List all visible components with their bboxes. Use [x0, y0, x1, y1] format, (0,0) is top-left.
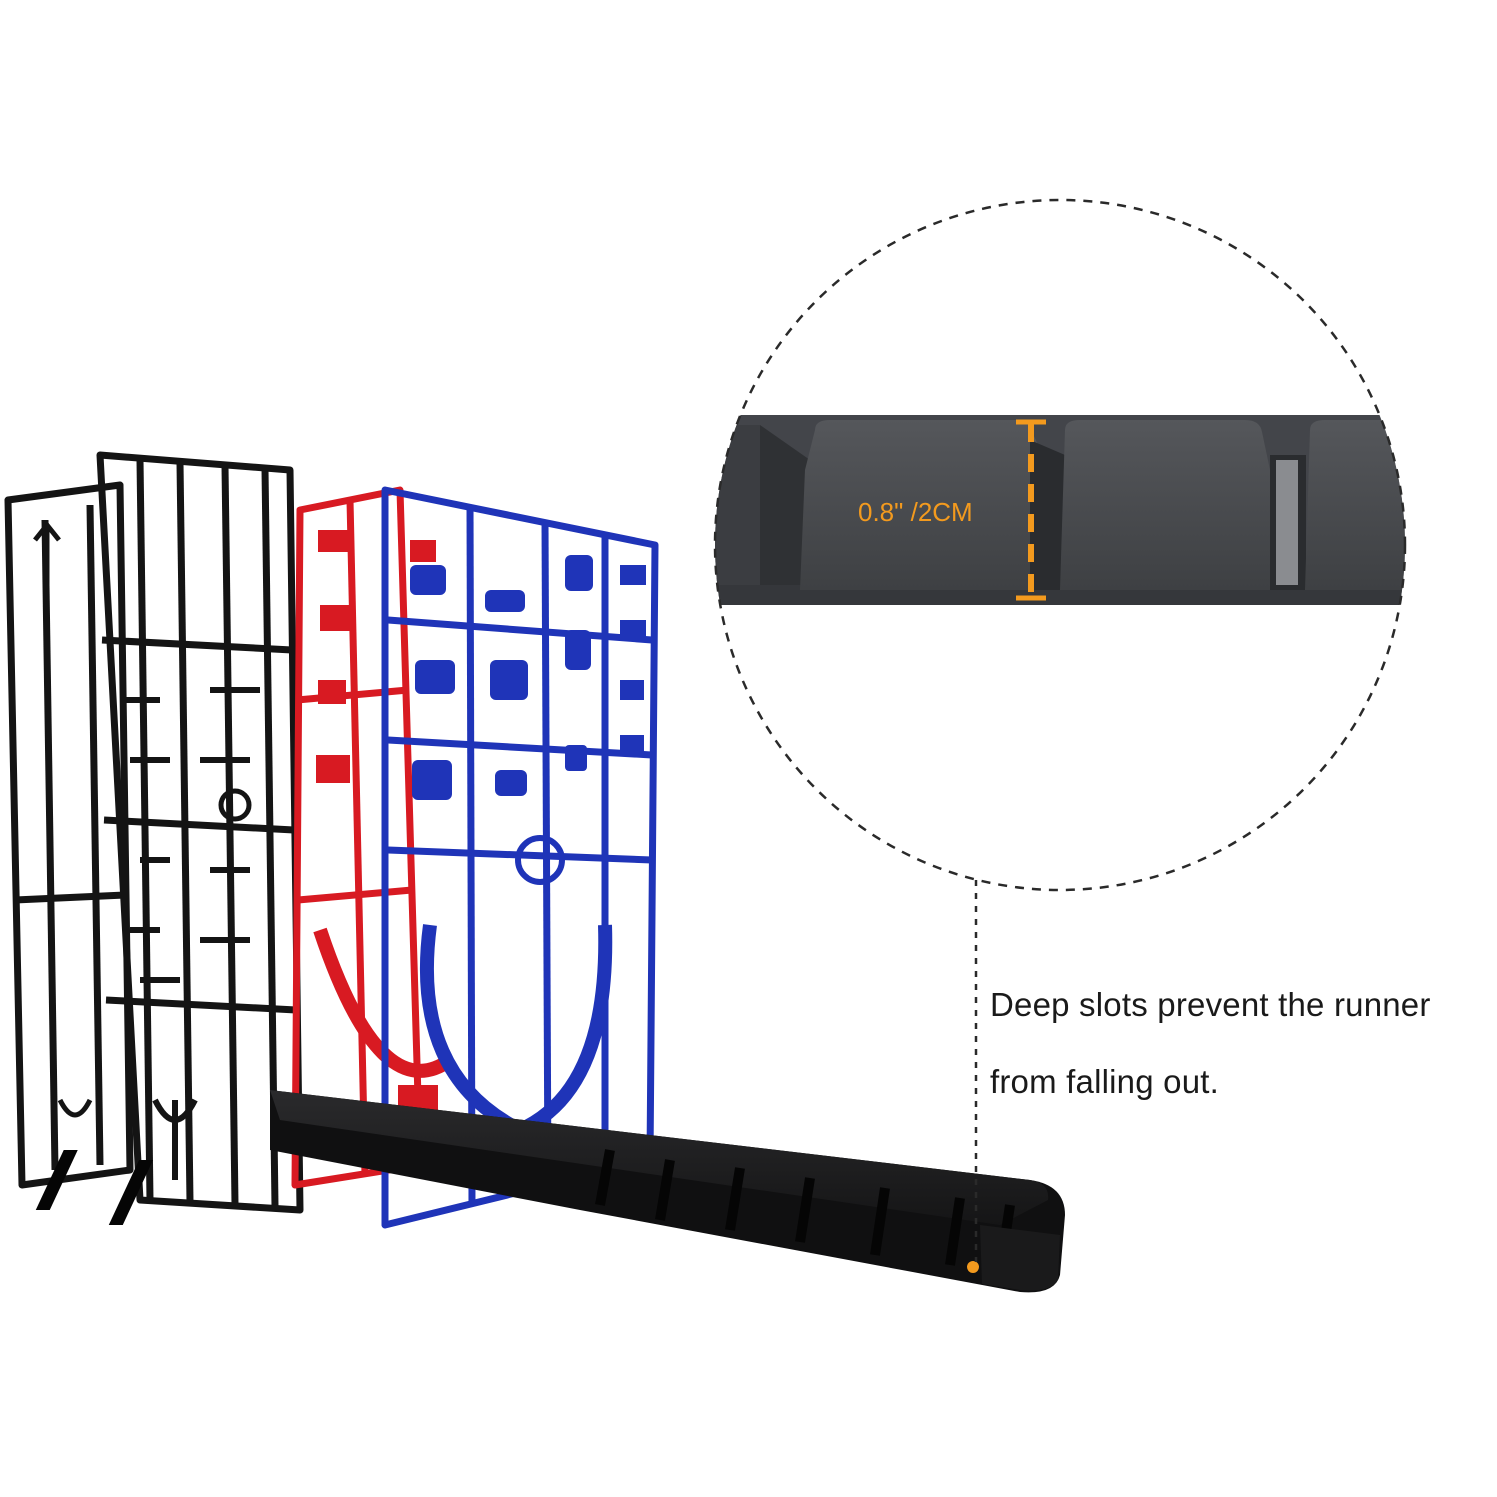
runner-holder-stand: [35, 1090, 1065, 1293]
zoom-detail: [713, 198, 1407, 892]
black-runner: [96, 451, 304, 1214]
depth-measurement-label: 0.8" /2CM: [858, 497, 973, 527]
caption-line-1: Deep slots prevent the runner: [990, 986, 1431, 1023]
black-runner-back: [4, 481, 134, 1189]
depth-measurement-indicator: [1016, 419, 1046, 601]
measure-point-dot: [967, 1261, 979, 1273]
caption-line-2: from falling out.: [990, 1063, 1220, 1100]
